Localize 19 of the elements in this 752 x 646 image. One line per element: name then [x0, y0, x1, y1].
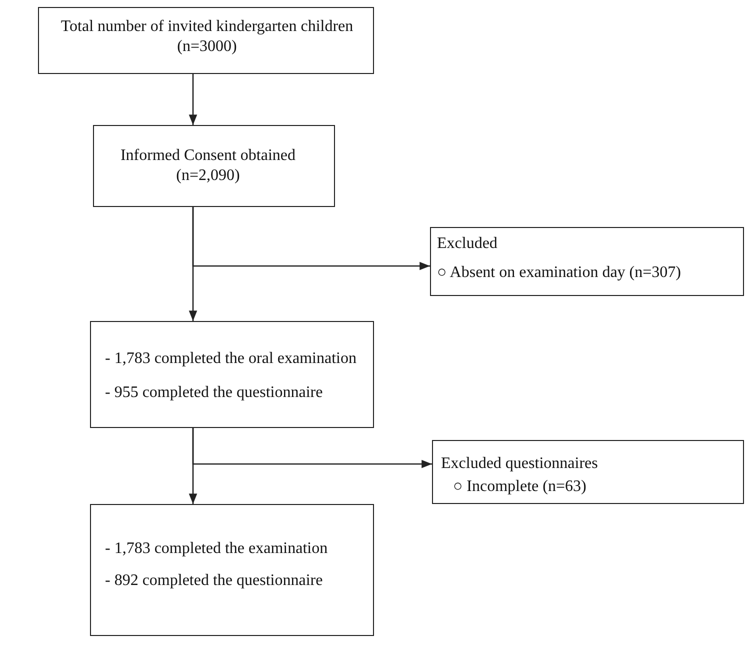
- flow-box: [90, 321, 374, 428]
- box-text: ○ Incomplete (n=63): [453, 477, 586, 497]
- arrow: [192, 207, 430, 270]
- box-text: - 1,783 completed the examination: [105, 539, 328, 559]
- arrow: [188, 74, 198, 125]
- box-text: Total number of invited kindergarten children (n=3000): [60, 17, 354, 57]
- box-text: - 1,783 completed the oral examination: [105, 349, 356, 369]
- flow-box: [93, 125, 335, 207]
- flow-box: [432, 440, 744, 504]
- box-text: Excluded questionnaires: [441, 454, 598, 474]
- flow-box: [430, 227, 744, 296]
- box-text: ○ Absent on examination day (n=307): [437, 263, 681, 283]
- arrow: [192, 428, 432, 468]
- box-text: - 892 completed the questionnaire: [105, 571, 323, 591]
- flow-box: [38, 7, 374, 74]
- box-text: Informed Consent obtained (n=2,090): [119, 146, 297, 186]
- box-text: Excluded: [437, 234, 498, 254]
- flow-box: [90, 504, 374, 636]
- box-text: - 955 completed the questionnaire: [105, 383, 323, 403]
